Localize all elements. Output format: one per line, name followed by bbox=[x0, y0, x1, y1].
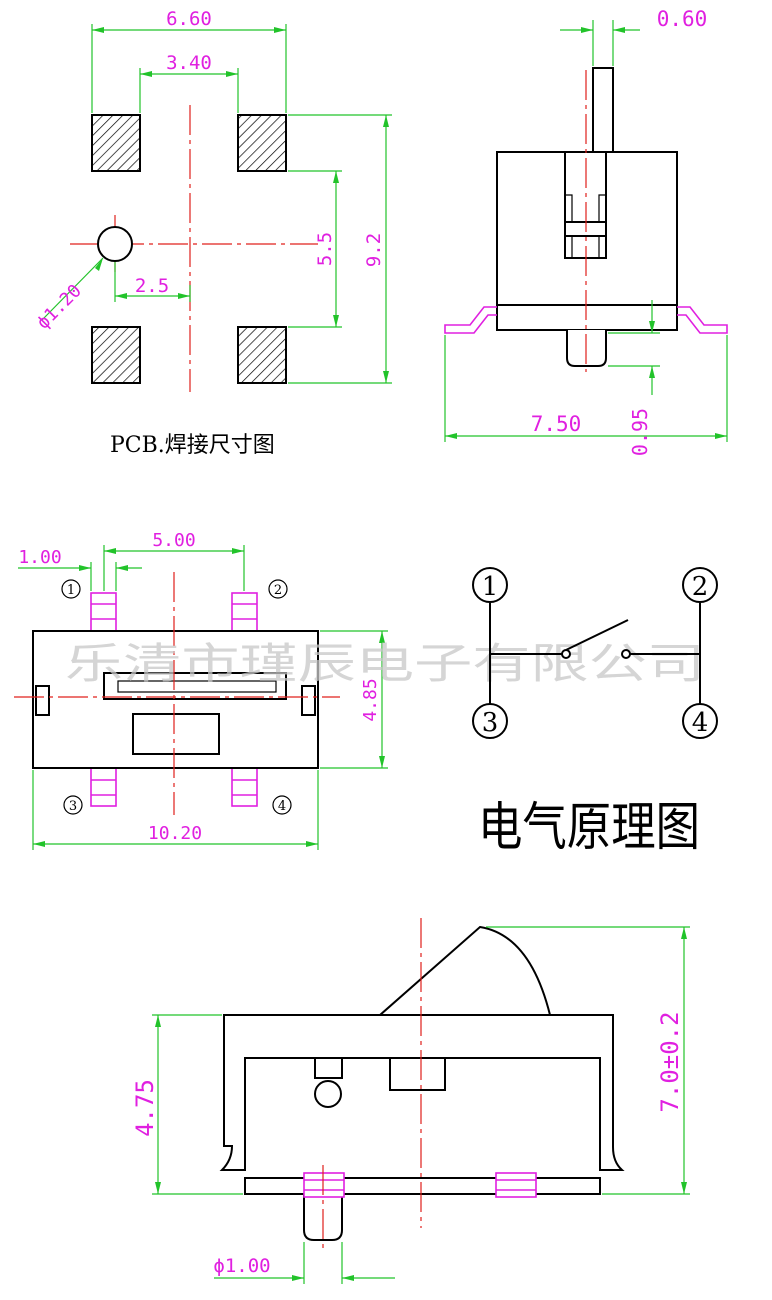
dim-hole-diameter: ϕ1.20 bbox=[33, 280, 86, 333]
solder-pad-2 bbox=[237, 114, 287, 172]
pin-3 bbox=[90, 767, 117, 807]
top-view: 1 2 3 4 1.00 5.00 4.85 10.20 bbox=[14, 530, 388, 850]
slide-slot bbox=[103, 672, 287, 700]
pin-1 bbox=[90, 592, 117, 633]
pin-4 bbox=[231, 767, 258, 807]
company-watermark: 乐清市瑾辰电子有限公司 bbox=[65, 639, 705, 688]
schematic-caption: 电气原理图 bbox=[478, 798, 700, 858]
pin-2 bbox=[231, 592, 258, 633]
dim-pin-pitch: 5.00 bbox=[152, 530, 195, 551]
pcb-footprint-caption: PCB.焊接尺寸图 bbox=[110, 433, 275, 458]
dim-total-height: 7.0±0.2 bbox=[656, 1011, 684, 1112]
dim-hole-offset: 2.5 bbox=[135, 275, 169, 297]
side-body bbox=[496, 151, 678, 331]
dim-body-height: 4.85 bbox=[360, 678, 381, 721]
front-housing bbox=[219, 1014, 625, 1171]
switch-contact-lever bbox=[565, 619, 629, 651]
solder-pad-1 bbox=[91, 114, 141, 172]
schematic: 1 2 3 4 电气原理图 bbox=[472, 567, 718, 858]
terminal-4: 4 bbox=[692, 708, 709, 738]
dim-total-width: 7.50 bbox=[531, 412, 582, 436]
slider-knob bbox=[132, 713, 220, 755]
front-terminal-right bbox=[495, 1172, 537, 1198]
lead-left bbox=[444, 306, 497, 334]
front-view: 4.75 7.0±0.2 ϕ1.00 bbox=[131, 918, 690, 1284]
lead-right bbox=[677, 306, 728, 334]
dim-pad-vertical: 5.5 bbox=[314, 232, 336, 266]
dim-actuator-width: 0.60 bbox=[657, 7, 708, 31]
pcb-footprint-view: 6.60 3.40 9.2 5.5 2.5 ϕ1.20 PC bbox=[33, 8, 392, 458]
dim-pad-spacing: 3.40 bbox=[166, 52, 212, 74]
dim-pin-width: 1.00 bbox=[18, 547, 61, 568]
pin-label-1: 1 bbox=[67, 583, 75, 598]
pin-label-3: 3 bbox=[69, 799, 77, 814]
actuator-wedge bbox=[377, 925, 552, 1016]
front-terminal-left bbox=[303, 1172, 345, 1198]
terminal-2: 2 bbox=[692, 572, 709, 602]
actuator-lever bbox=[592, 67, 614, 153]
dim-front-body-height: 4.75 bbox=[131, 1079, 159, 1137]
dim-overall-width: 6.60 bbox=[166, 8, 212, 30]
terminal-1: 1 bbox=[482, 572, 499, 602]
side-view: 0.60 7.50 0.95 bbox=[444, 7, 728, 456]
locating-hole bbox=[97, 226, 133, 262]
pin-label-4: 4 bbox=[278, 799, 286, 814]
dim-lead-height: 0.95 bbox=[628, 408, 652, 456]
solder-pad-3 bbox=[91, 326, 141, 384]
front-base bbox=[244, 1177, 601, 1195]
dim-overall-height: 9.2 bbox=[363, 233, 385, 267]
terminal-3: 3 bbox=[482, 708, 499, 738]
dim-peg-diameter: ϕ1.00 bbox=[213, 1255, 270, 1277]
solder-pad-4 bbox=[237, 326, 287, 384]
dim-body-length: 10.20 bbox=[148, 823, 202, 844]
pin-label-2: 2 bbox=[274, 583, 282, 598]
